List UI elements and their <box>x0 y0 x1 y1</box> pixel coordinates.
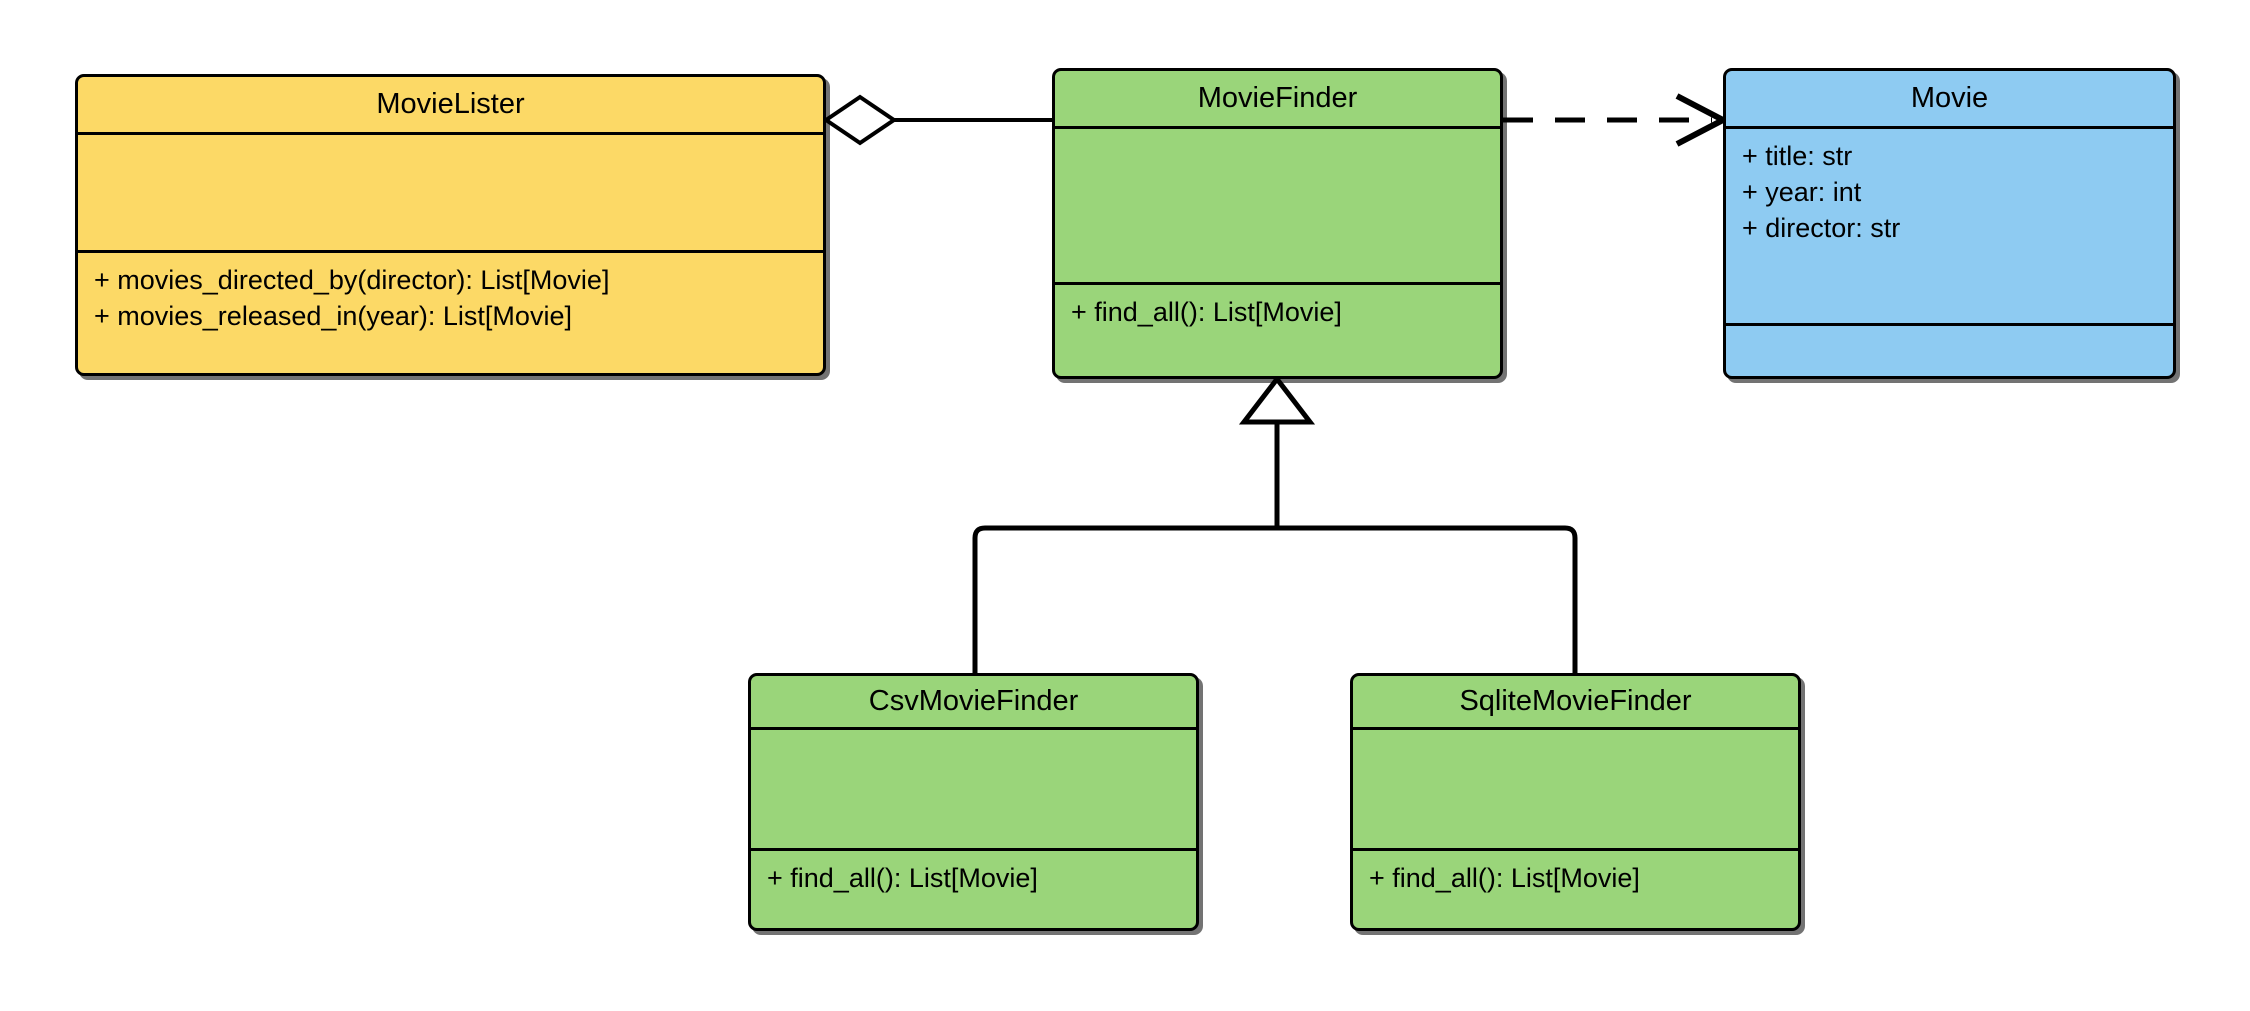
attribute-item: + director: str <box>1742 212 1901 243</box>
attributes-compartment-csvmoviefinder <box>751 730 1196 852</box>
hollow-diamond-icon <box>822 94 898 146</box>
methods-compartment-moviefinder: + find_all(): List[Movie] <box>1055 285 1500 376</box>
aggregation-movielister-moviefinder[interactable] <box>822 94 1052 146</box>
attributes-compartment-movielister <box>78 135 823 254</box>
method-item: + find_all(): List[Movie] <box>1071 296 1342 327</box>
methods-compartment-movie <box>1726 326 2173 377</box>
generalization-tree[interactable] <box>972 374 1578 673</box>
class-name-movie: Movie <box>1726 71 2173 129</box>
attributes-compartment-movie: + title: str + year: int + director: str <box>1726 129 2173 326</box>
attribute-item: + title: str <box>1742 141 1853 171</box>
class-box-csvmoviefinder[interactable]: CsvMovieFinder + find_all(): List[Movie] <box>748 673 1199 931</box>
class-box-sqlitemoviefinder[interactable]: SqliteMovieFinder + find_all(): List[Mov… <box>1350 673 1801 931</box>
attributes-compartment-moviefinder <box>1055 129 1500 285</box>
open-arrow-icon <box>1675 93 1730 147</box>
attribute-item: + year: int <box>1742 176 1862 207</box>
generalization-branch-sqlite <box>1277 525 1578 673</box>
methods-compartment-movielister: + movies_directed_by(director): List[Mov… <box>78 253 823 373</box>
methods-compartment-csvmoviefinder: + find_all(): List[Movie] <box>751 851 1196 928</box>
class-box-movielister[interactable]: MovieLister + movies_directed_by(directo… <box>75 74 826 376</box>
attributes-compartment-sqlitemoviefinder <box>1353 730 1798 852</box>
class-name-csvmoviefinder: CsvMovieFinder <box>751 676 1196 730</box>
method-item: + find_all(): List[Movie] <box>767 863 1038 894</box>
class-box-movie[interactable]: Movie + title: str + year: int + directo… <box>1723 68 2176 379</box>
method-item: + movies_released_in(year): List[Movie] <box>94 301 572 331</box>
class-box-moviefinder[interactable]: MovieFinder + find_all(): List[Movie] <box>1052 68 1503 379</box>
generalization-branch-csv <box>972 525 1277 673</box>
methods-compartment-sqlitemoviefinder: + find_all(): List[Movie] <box>1353 851 1798 928</box>
class-name-moviefinder: MovieFinder <box>1055 71 1500 129</box>
method-item: + movies_directed_by(director): List[Mov… <box>94 265 610 296</box>
class-name-movielister: MovieLister <box>78 77 823 135</box>
method-item: + find_all(): List[Movie] <box>1369 863 1640 894</box>
dependency-moviefinder-movie[interactable] <box>1503 93 1730 147</box>
class-name-sqlitemoviefinder: SqliteMovieFinder <box>1353 676 1798 730</box>
hollow-triangle-icon <box>1238 374 1316 425</box>
